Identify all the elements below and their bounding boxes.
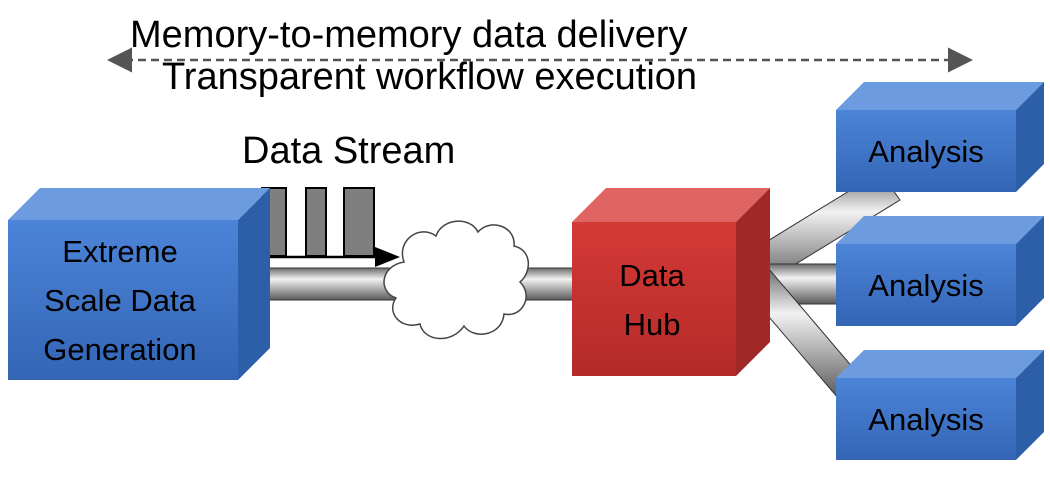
- source-label-line: Scale Data: [44, 283, 196, 318]
- hub-box: [572, 188, 770, 376]
- analysis-label: Analysis: [868, 134, 983, 169]
- analysis-box: Analysis: [836, 82, 1044, 192]
- analysis-box: Analysis: [836, 216, 1044, 326]
- source-label-line: Extreme: [62, 234, 177, 269]
- source-label-line: Generation: [43, 332, 196, 367]
- data-packets: [261, 187, 375, 257]
- title-line-2: Transparent workflow execution: [162, 56, 698, 98]
- data-packet: [305, 187, 327, 257]
- analysis-label: Analysis: [868, 268, 983, 303]
- hub-label-line: Hub: [624, 307, 681, 342]
- data-stream-label: Data Stream: [242, 130, 456, 172]
- data-packet: [343, 187, 375, 257]
- hub-label-line: Data: [619, 258, 685, 293]
- source-box: [8, 188, 270, 380]
- analysis-label: Analysis: [868, 402, 983, 437]
- title-line-1: Memory-to-memory data delivery: [130, 14, 688, 56]
- network-cloud: [383, 220, 529, 340]
- analysis-box: Analysis: [836, 350, 1044, 460]
